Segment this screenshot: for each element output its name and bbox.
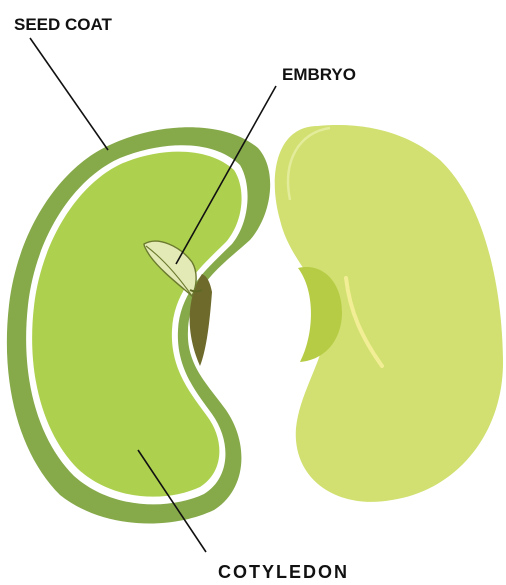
cotyledon-label: COTYLEDON — [218, 562, 349, 582]
embryo-label: EMBRYO — [282, 65, 356, 84]
seed-coat-label: SEED COAT — [14, 15, 113, 34]
right-cotyledon-group — [275, 125, 503, 502]
left-seed-group — [7, 127, 270, 523]
right-cotyledon — [275, 125, 503, 502]
seed-coat-leader — [30, 38, 108, 150]
